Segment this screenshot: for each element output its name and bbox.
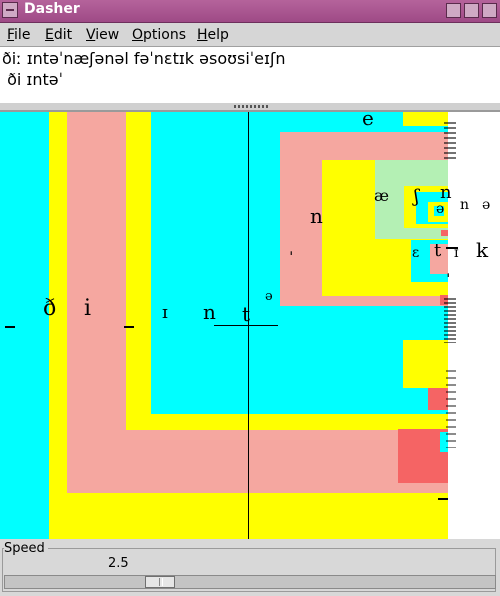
text-output[interactable]: ðiː ɪntəˈnæʃənəl fəˈnɛtɪk əsoʊsiˈeɪʃn ði… <box>0 47 500 103</box>
glyph: i <box>84 296 92 321</box>
menu-view[interactable]: View <box>86 27 120 43</box>
speed-label: Speed <box>4 541 48 556</box>
box-lower-yellow <box>403 340 448 388</box>
box-lower-red-1 <box>428 388 448 410</box>
glyph: ɪ <box>454 245 459 261</box>
box-lower-red-2 <box>398 429 448 483</box>
glyph: ə <box>265 289 273 304</box>
menu-bar: File Edit View Options Help <box>0 23 500 47</box>
glyph: n <box>310 204 323 228</box>
glyph: n <box>440 182 452 203</box>
glyph: t <box>434 240 442 261</box>
box-deep <box>434 206 444 216</box>
glyph: ˌ <box>289 238 294 257</box>
close-icon[interactable] <box>482 3 497 18</box>
glyph: n <box>203 300 216 324</box>
dasher-canvas[interactable]: ð i ɪ n t ə e n ˌ æ ʃ n ə n ə ɛ t ɪ k ˌ <box>0 110 500 539</box>
title-bar: Dasher <box>0 0 500 23</box>
box-lower-cyan <box>440 432 448 452</box>
menu-help[interactable]: Help <box>197 27 229 43</box>
glyph: ˌ <box>446 260 451 279</box>
crosshair-horizontal <box>214 325 278 326</box>
speed-slider-thumb[interactable] <box>145 576 175 588</box>
tiny-glyph-column <box>446 370 456 448</box>
speed-frame <box>2 548 496 592</box>
glyph: æ <box>374 186 390 205</box>
glyph: ð <box>43 296 57 321</box>
boundary-marker <box>438 498 448 500</box>
glyph: ɪ <box>162 302 168 323</box>
boundary-marker <box>5 326 15 328</box>
glyph: e <box>362 110 374 130</box>
glyph: k <box>476 238 489 262</box>
speed-value: 2.5 <box>108 556 129 571</box>
text-line-1: ðiː ɪntəˈnæʃənəl fəˈnɛtɪk əsoʊsiˈeɪʃn <box>2 49 286 68</box>
boundary-marker <box>124 326 134 328</box>
minimize-icon[interactable] <box>446 3 461 18</box>
window-title: Dasher <box>24 1 80 17</box>
splitter-grip-icon <box>234 105 268 108</box>
box-red-small-1 <box>441 230 448 236</box>
menu-edit[interactable]: Edit <box>45 27 73 43</box>
boundary-marker <box>446 247 458 249</box>
text-line-2: ði ɪntəˈ <box>2 70 64 89</box>
window-menu-icon[interactable] <box>2 2 18 18</box>
menu-file[interactable]: File <box>7 27 31 43</box>
glyph: ə <box>482 197 491 213</box>
speed-panel: Speed 2.5 <box>0 539 500 596</box>
glyph: ɛ <box>412 245 420 261</box>
menu-options[interactable]: Options <box>132 27 187 43</box>
glyph: ʃ <box>414 186 419 207</box>
maximize-icon[interactable] <box>464 3 479 18</box>
pane-splitter[interactable] <box>0 103 500 110</box>
glyph: ə <box>436 201 445 217</box>
box-e <box>403 112 448 126</box>
glyph: n <box>460 197 470 213</box>
speed-slider[interactable] <box>4 575 496 589</box>
glyph: t <box>242 302 251 326</box>
tiny-glyph-column <box>444 122 456 162</box>
tiny-glyph-column <box>444 298 456 343</box>
box-t2 <box>430 244 448 274</box>
